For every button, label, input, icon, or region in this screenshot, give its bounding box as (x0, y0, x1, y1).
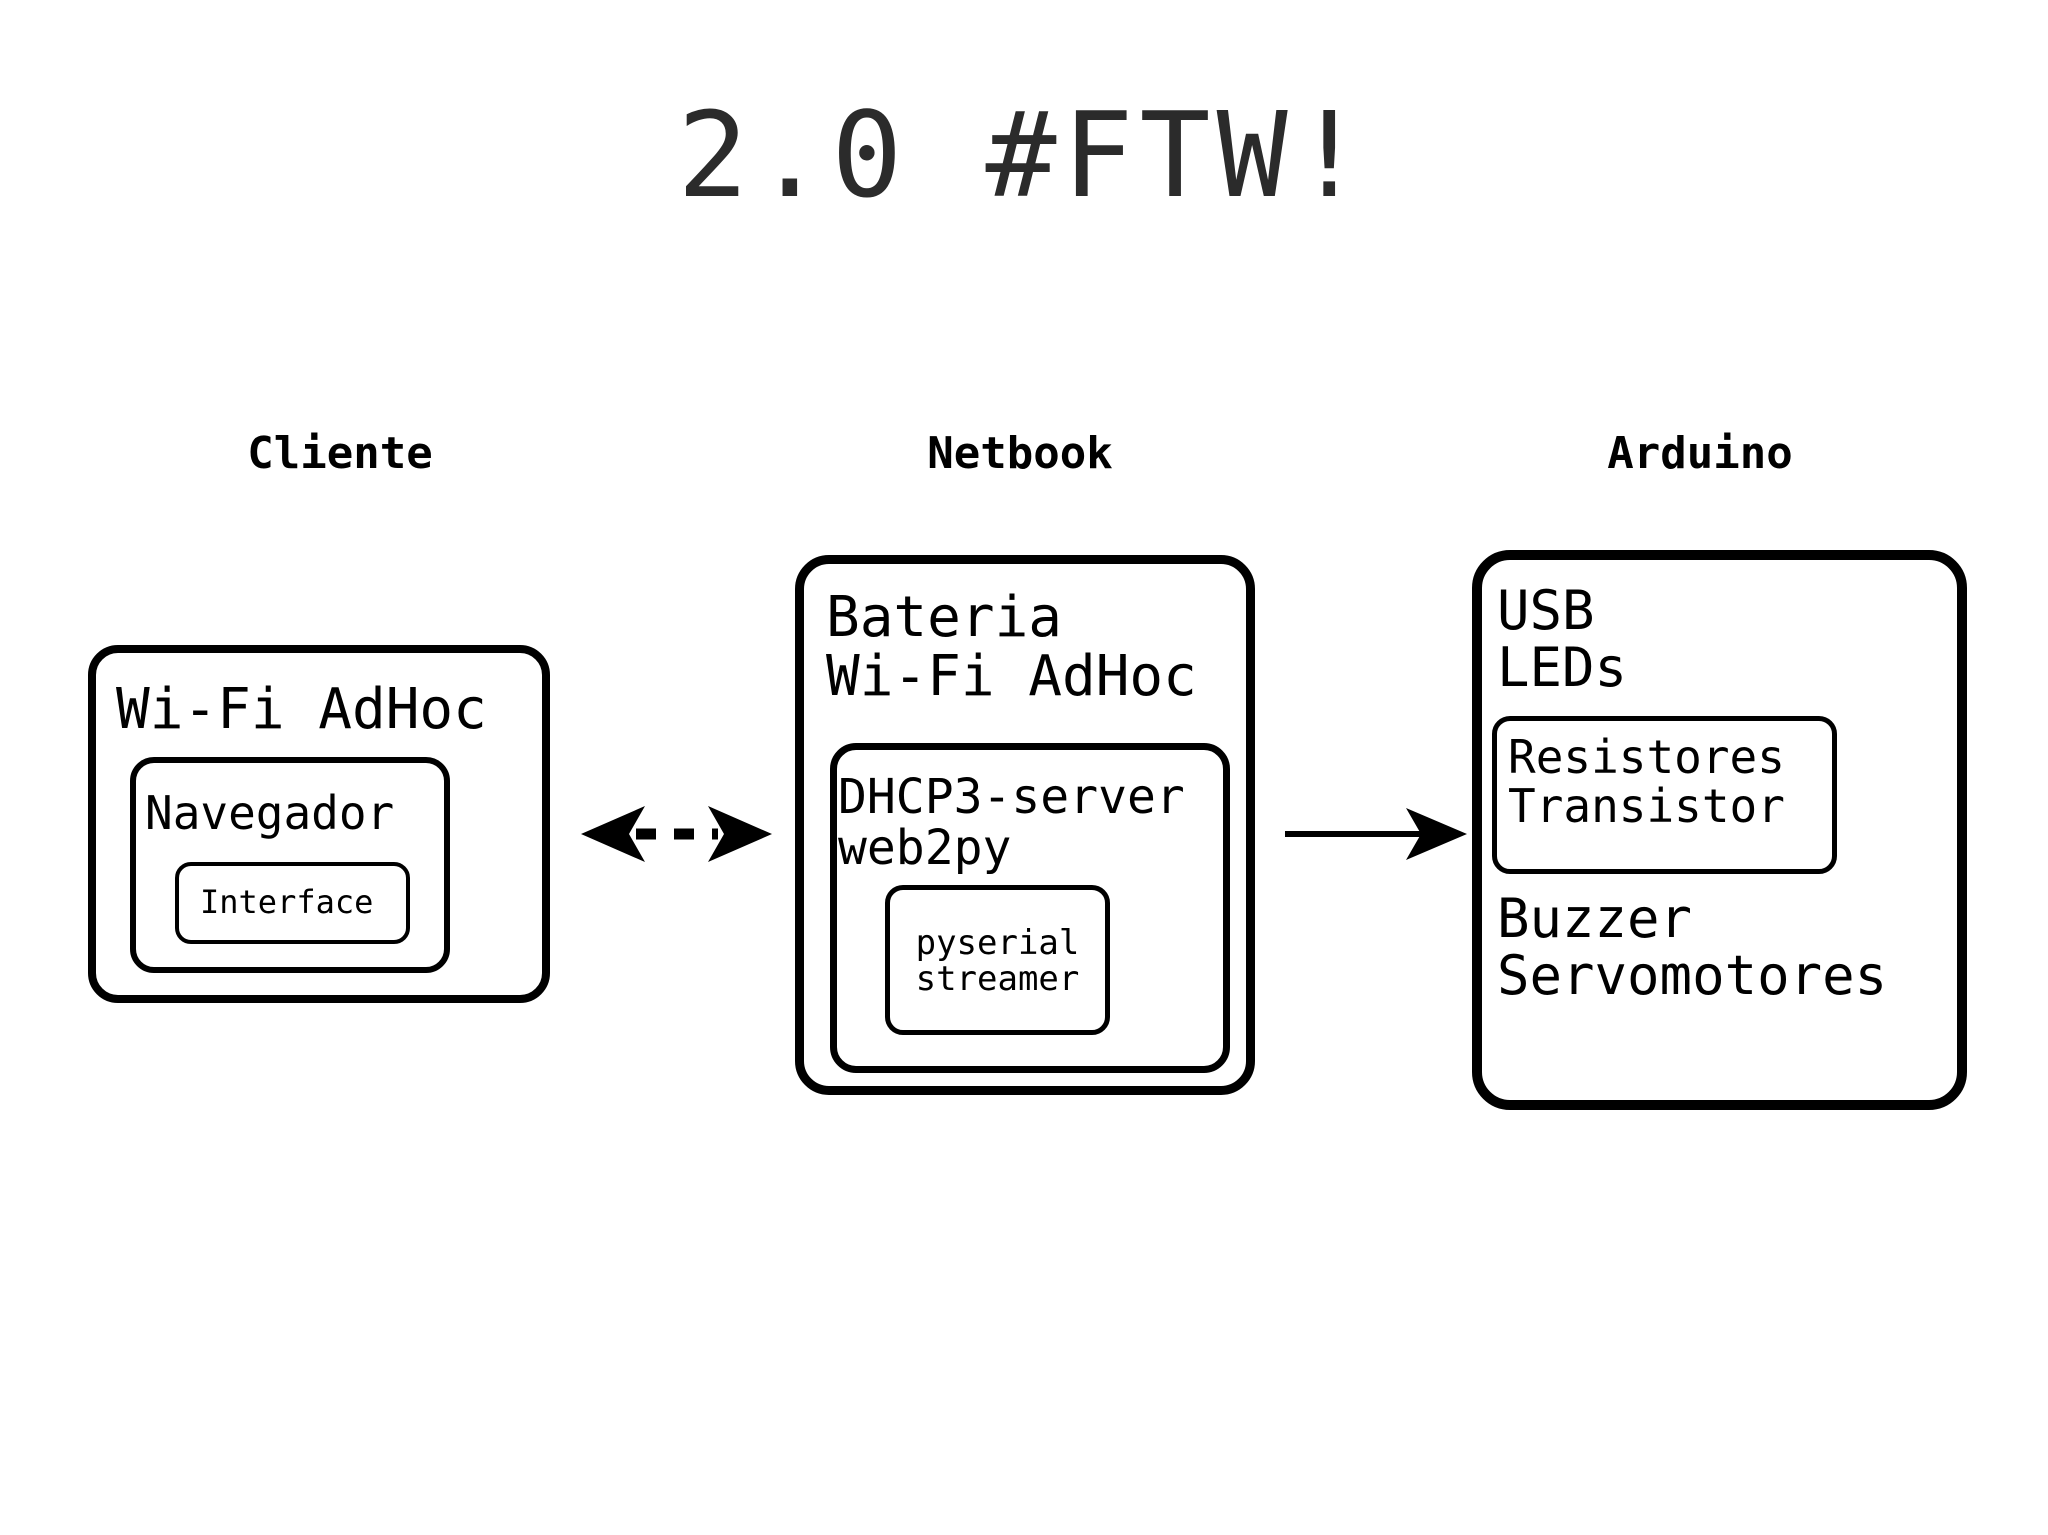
netbook-pyserial-label: pyserial streamer (915, 923, 1080, 1000)
cliente-outer-label: Wi-Fi AdHoc (116, 677, 487, 742)
column-caption-cliente: Cliente (247, 428, 433, 479)
netbook-services-label: DHCP3-server web2py (838, 769, 1185, 876)
netbook-services-box (830, 743, 1230, 1073)
netbook-outer-box (795, 555, 1255, 1095)
page-title: 2.0 #FTW! (677, 86, 1371, 224)
cliente-navegador-box (130, 757, 450, 973)
connector-netbook-arduino-arrow (1285, 808, 1467, 860)
column-caption-arduino: Arduino (1607, 428, 1793, 479)
arduino-head-label: USB LEDs (1497, 579, 1628, 700)
netbook-pyserial-box (885, 885, 1110, 1035)
cliente-interface-label: Interface (200, 883, 374, 921)
arduino-components-box (1492, 716, 1837, 874)
arduino-components-label: Resistores Transistor (1508, 730, 1785, 833)
arduino-tail-label: Buzzer Servomotores (1497, 887, 1888, 1008)
cliente-navegador-label: Navegador (145, 786, 395, 840)
cliente-interface-box (175, 862, 410, 944)
column-caption-netbook: Netbook (927, 428, 1113, 479)
connector-cliente-netbook-arrow (581, 806, 772, 862)
netbook-outer-label: Bateria Wi-Fi AdHoc (826, 585, 1197, 710)
cliente-outer-box (88, 645, 550, 1003)
arduino-outer-box (1472, 550, 1967, 1110)
